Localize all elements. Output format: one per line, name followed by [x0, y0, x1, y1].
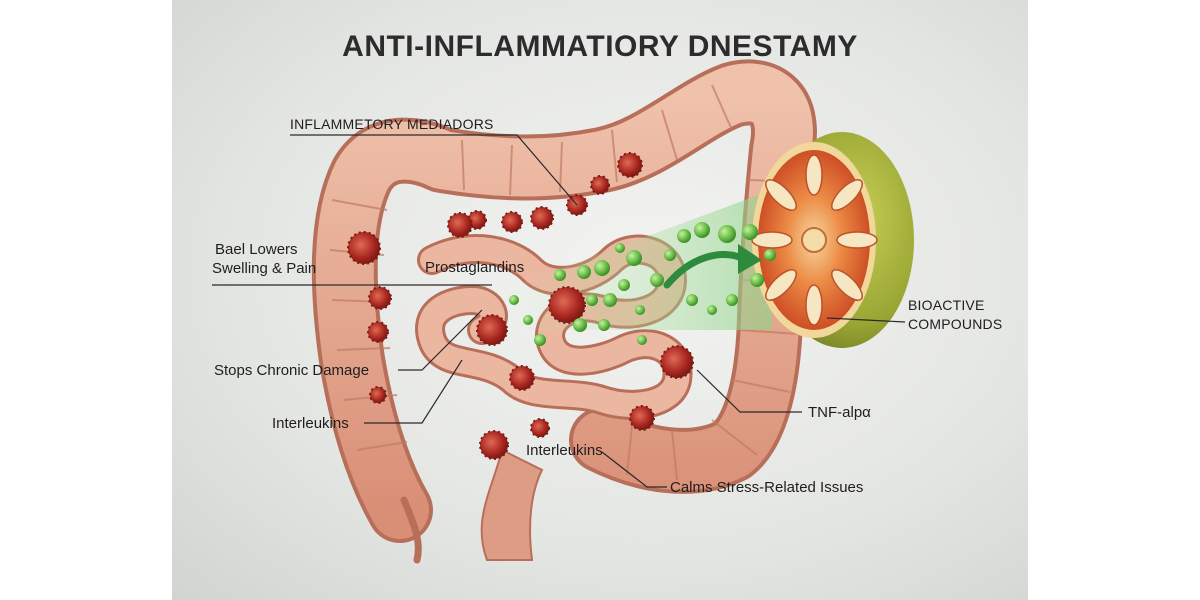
green-sphere-icon — [615, 243, 625, 253]
green-sphere-icon — [577, 265, 591, 279]
virus-particle-icon — [369, 386, 387, 404]
virus-particle-icon — [367, 321, 389, 343]
green-sphere-icon — [534, 334, 546, 346]
green-sphere-icon — [586, 294, 598, 306]
virus-particle-icon — [347, 231, 381, 265]
virus-particle-icon — [476, 314, 508, 346]
page-title: ANTI-INFLAMMATIORY DNESTAMY — [342, 30, 858, 63]
large-intestine-graphic — [311, 59, 817, 564]
green-sphere-icon — [694, 222, 710, 238]
virus-particles — [347, 152, 694, 460]
arrow-head — [738, 244, 762, 274]
leader-line-stops — [398, 309, 483, 371]
label-bioactive-compounds: BIOACTIVE COMPOUNDS — [908, 296, 1002, 334]
virus-particle-icon — [629, 405, 655, 431]
virus-particle-icon — [479, 430, 509, 460]
green-sphere-icon — [742, 224, 758, 240]
fruit-seed-segments — [751, 154, 878, 326]
label-bioactive-line2: COMPOUNDS — [908, 316, 1003, 332]
green-sphere-icon — [664, 249, 676, 261]
green-sphere-icon — [726, 294, 738, 306]
virus-particle-icon — [467, 210, 487, 230]
label-interleukins-center: Interleukins — [526, 442, 603, 459]
label-bael-lowers-line2: Swelling & Pain — [212, 260, 317, 277]
green-sphere-icon — [686, 294, 698, 306]
green-sphere-icon — [764, 249, 776, 261]
virus-particle-icon — [548, 286, 586, 324]
virus-particle-icon — [530, 418, 550, 438]
bael-fruit-icon — [751, 132, 914, 348]
rectum-graphic — [480, 448, 544, 561]
green-sphere-icon — [635, 305, 645, 315]
green-sphere-icon — [598, 319, 610, 331]
green-sphere-icon — [603, 293, 617, 307]
green-sphere-icon — [750, 273, 764, 287]
label-bioactive-line1: BIOACTIVE — [908, 297, 985, 313]
label-prostaglandins: Prostaglandins — [425, 259, 525, 276]
virus-particle-icon — [447, 212, 473, 238]
virus-particle-icon — [509, 365, 535, 391]
green-sphere-icon — [509, 295, 519, 305]
green-sphere-icon — [618, 279, 630, 291]
virus-particle-icon — [617, 152, 643, 178]
green-sphere-icon — [650, 273, 664, 287]
virus-particle-icon — [501, 211, 523, 233]
label-calms-stress: Calms Stress-Related Issues — [670, 479, 864, 496]
leader-line-interleukins-left — [364, 359, 463, 424]
green-sphere-icon — [554, 269, 566, 281]
green-sphere-icon — [626, 250, 642, 266]
virus-particle-icon — [590, 175, 610, 195]
label-interleukins-left: Interleukins — [272, 415, 349, 432]
compound-spheres — [509, 222, 776, 346]
diagram-artwork — [212, 59, 914, 564]
virus-particle-icon — [368, 286, 392, 310]
leader-line-bioactive — [826, 317, 906, 323]
colon-body — [315, 63, 813, 539]
haustra-lines — [329, 84, 808, 481]
label-inflammatory-mediators: INFLAMMETORY MEDIADORS — [290, 116, 494, 132]
label-bael-lowers: Bael Lowers Swelling & Pain — [212, 240, 316, 278]
green-sphere-icon — [707, 305, 717, 315]
green-sphere-icon — [594, 260, 610, 276]
virus-particle-icon — [660, 345, 694, 379]
green-sphere-icon — [573, 318, 587, 332]
label-stops-chronic-damage: Stops Chronic Damage — [214, 362, 370, 379]
leader-line-interleukins-center — [601, 451, 667, 488]
leader-line-mediators — [290, 134, 578, 206]
leader-line-tnf — [696, 369, 802, 413]
label-tnf-alpha: TNF-alpα — [808, 404, 871, 421]
green-sphere-icon — [718, 225, 736, 243]
curved-arrow-icon — [663, 251, 746, 289]
leader-lines — [212, 134, 906, 488]
virus-particle-icon — [530, 206, 554, 230]
green-sphere-icon — [677, 229, 691, 243]
label-bael-lowers-line1: Bael Lowers — [215, 241, 298, 258]
green-sphere-icon — [523, 315, 533, 325]
green-sphere-icon — [637, 335, 647, 345]
diagram-canvas: ANTI-INFLAMMATIORY DNESTAMY INFLAMMETORY… — [172, 0, 1028, 600]
appendix-graphic — [400, 496, 422, 564]
